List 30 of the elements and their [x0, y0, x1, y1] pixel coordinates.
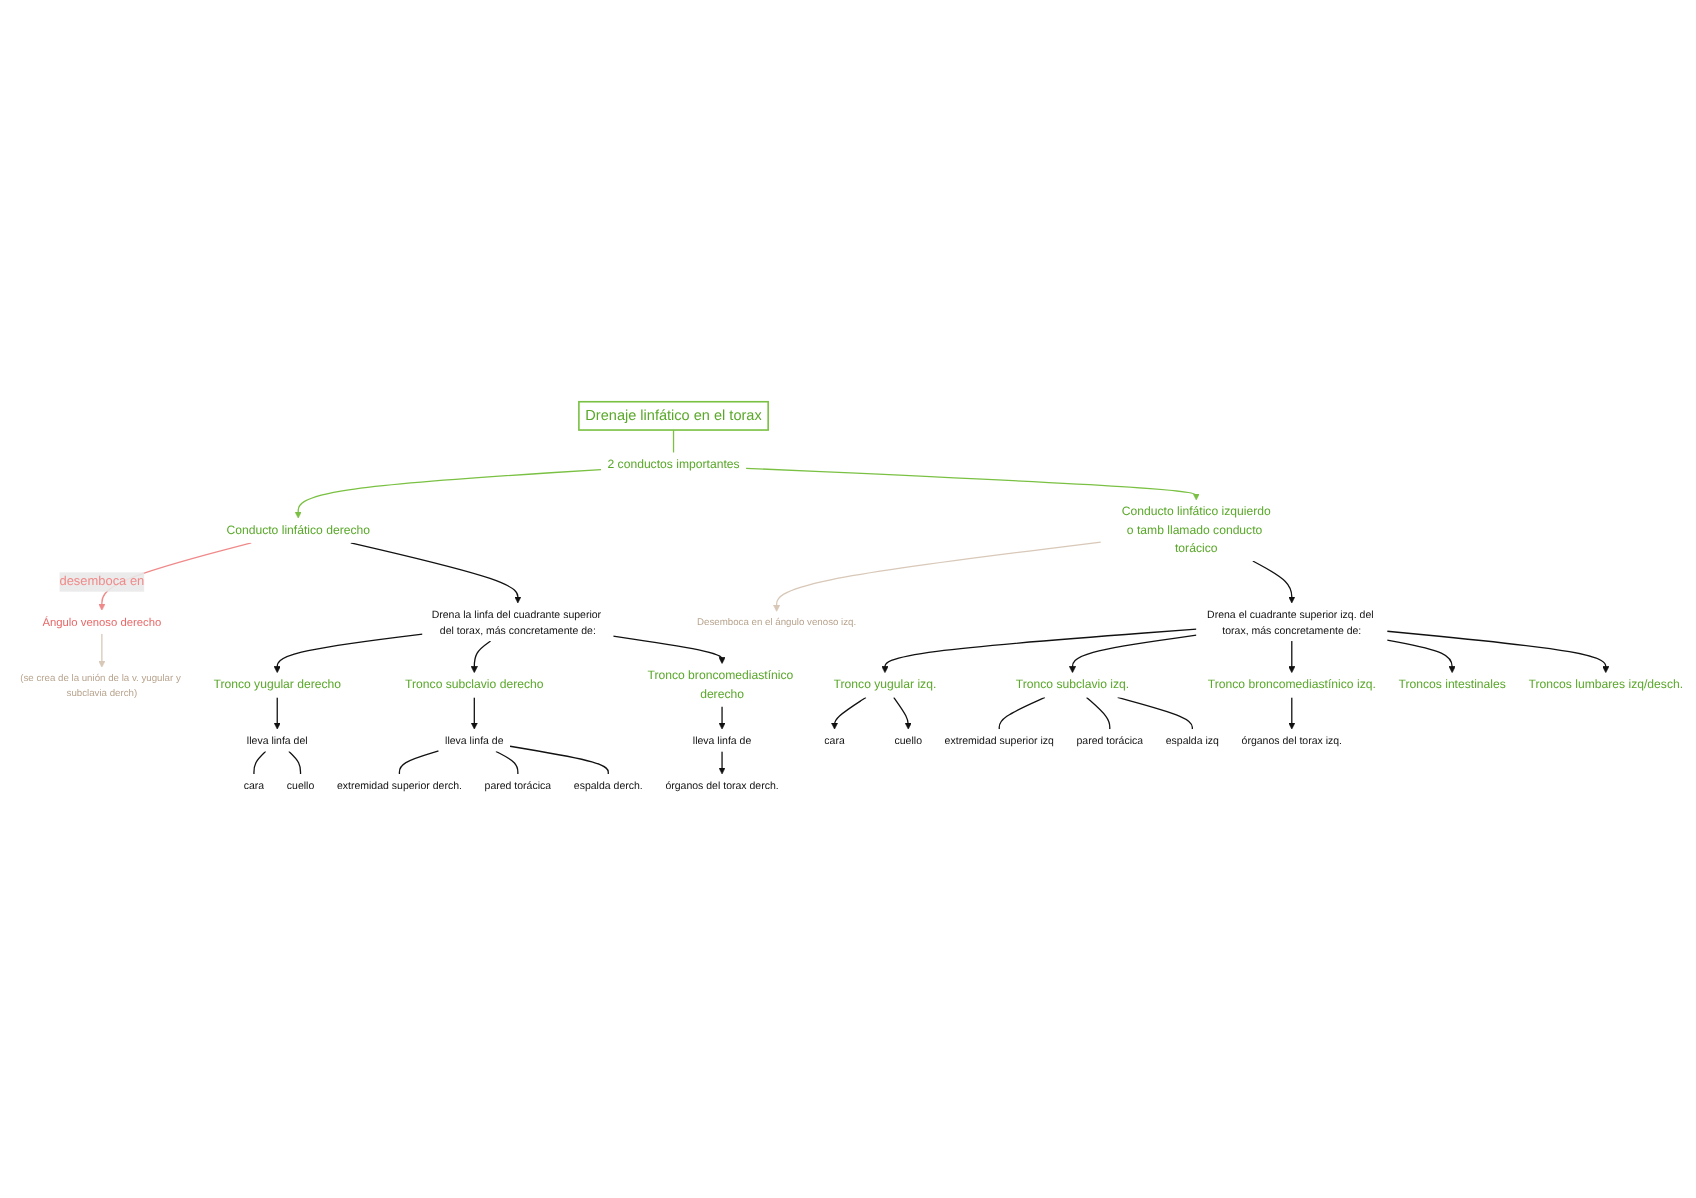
arrow [294, 468, 602, 519]
connector [253, 750, 267, 775]
connector [672, 429, 675, 454]
arrow [1288, 640, 1296, 674]
connector [509, 745, 609, 775]
arrow [881, 628, 1198, 674]
arrow [745, 467, 1200, 501]
arrow [612, 635, 726, 664]
connector [1116, 696, 1193, 730]
arrow [470, 696, 478, 730]
arrow [98, 633, 106, 668]
arrow [1288, 696, 1296, 730]
connector [1085, 696, 1111, 730]
connector [288, 750, 302, 775]
arrow [893, 696, 912, 730]
arrow [273, 696, 281, 730]
arrow [1386, 630, 1610, 674]
arrow [773, 541, 1102, 612]
connector [495, 750, 519, 775]
arrow [718, 750, 726, 775]
arrow [1386, 639, 1456, 674]
connector [998, 696, 1046, 730]
arrow [1068, 634, 1198, 674]
arrow [831, 696, 867, 730]
arrow [273, 633, 424, 674]
arrow [718, 705, 726, 730]
arrow [470, 640, 492, 674]
arrow [1252, 560, 1296, 604]
connector [398, 750, 440, 775]
arrow [350, 542, 522, 604]
